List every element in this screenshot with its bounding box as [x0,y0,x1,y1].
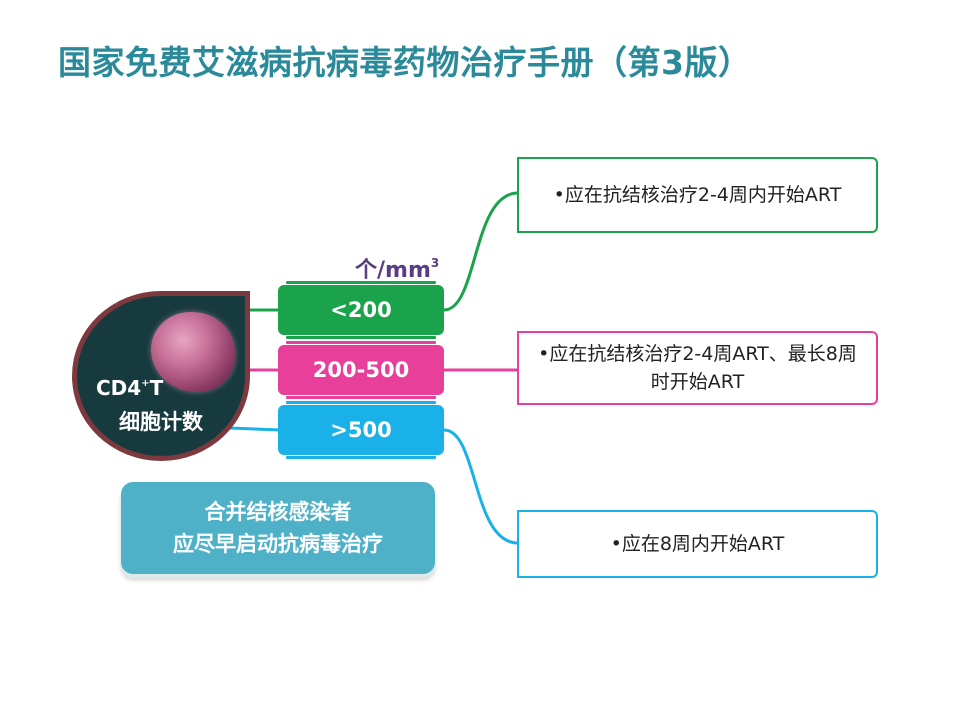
range-box-200-500: 200-500 [278,341,444,399]
connector-green-curve [443,191,519,312]
cell-label-count: 细胞计数 [119,410,203,434]
unit-label: 个/mm3 [355,256,440,283]
note-line-2: 应尽早启动抗病毒治疗 [173,532,383,556]
recommendation-box-above-500: •应在8周内开始ART [517,510,878,578]
range-box-below-200: <200 [278,281,444,339]
note-line-1: 合并结核感染者 [204,500,352,524]
cd4-cell-badge: CD4+T 细胞计数 [72,291,250,461]
connector-blue-curve [443,428,519,545]
t-cell-image [151,312,235,392]
recommendation-text: •应在抗结核治疗2-4周内开始ART [553,184,842,206]
cell-label-cd4t: CD4+T [96,376,164,400]
tb-coinfection-note: 合并结核感染者 应尽早启动抗病毒治疗 [121,482,435,574]
recommendation-box-200-500: •应在抗结核治疗2-4周ART、最长8周时开始ART [517,331,878,405]
page-title: 国家免费艾滋病抗病毒药物治疗手册（第3版） [58,43,752,82]
connector-blue-stub [229,426,281,432]
range-box-above-500: >500 [278,401,444,459]
recommendation-box-below-200: •应在抗结核治疗2-4周内开始ART [517,157,878,233]
recommendation-text: •应在8周内开始ART [610,533,785,555]
recommendation-text: •应在抗结核治疗2-4周ART、最长8周时开始ART [538,343,857,393]
